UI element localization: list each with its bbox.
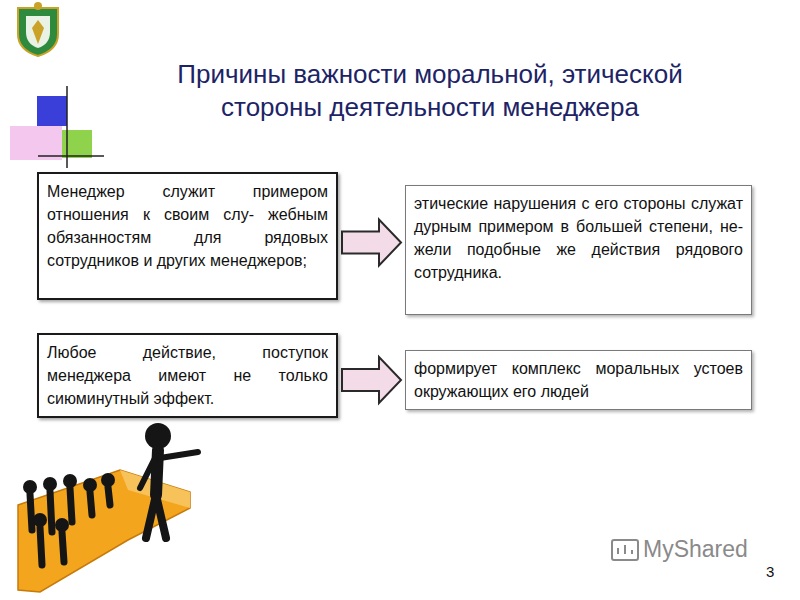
block-arrow [342,220,401,266]
emblem [18,2,58,56]
block-arrow [342,357,401,403]
effect-box: формирует комплекс моральных устоев окру… [405,350,752,410]
title: Причины важности моральной, этической ст… [130,58,730,124]
leader-illustration [18,423,198,592]
box-text: этические нарушения с его стороны служат… [414,192,743,284]
box-text: Менеджер служит примером отношения к сво… [47,180,328,272]
cause-box: Любое действие, поступок менеджера имеют… [37,333,338,418]
page-number: 3 [766,563,774,580]
effect-box: этические нарушения с его стороны служат… [405,185,752,315]
cause-box: Менеджер служит примером отношения к сво… [37,172,338,300]
watermark: MyShared [643,536,748,563]
watermark-icon [612,540,638,560]
decor-squares [10,86,104,168]
box-text: Любое действие, поступок менеджера имеют… [47,341,328,410]
box-text: формирует комплекс моральных устоев окру… [414,357,743,403]
